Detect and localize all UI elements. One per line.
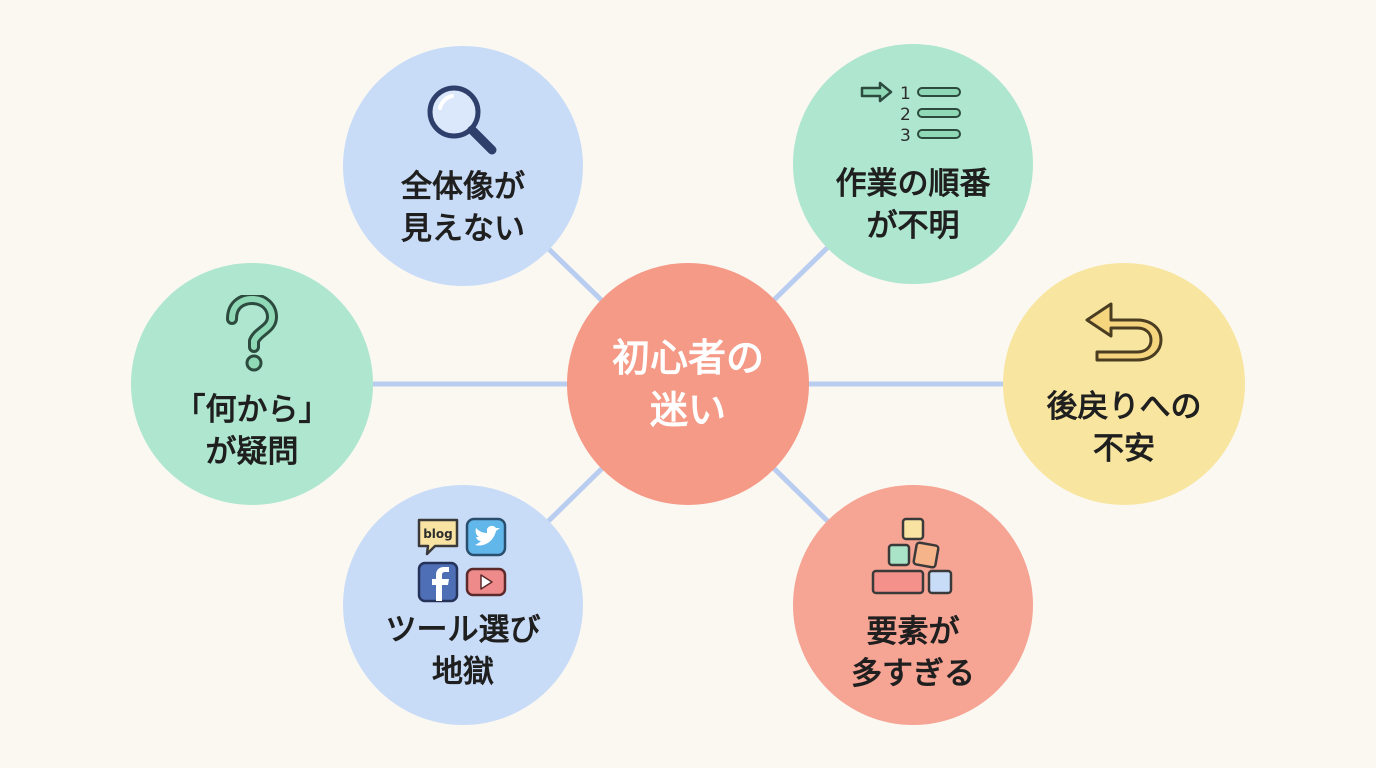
stacked-blocks-icon <box>871 517 953 595</box>
node-too-many-elements-line2: 多すぎる <box>851 656 975 692</box>
center-label: 初心者の 迷い <box>612 332 764 436</box>
youtube-icon <box>465 567 507 597</box>
list-number-1: 1 <box>900 84 911 104</box>
node-work-order-label: 作業の順番 が不明 <box>836 163 991 247</box>
twitter-icon <box>465 517 507 557</box>
node-backtrack-anxiety: 後戻りへの 不安 <box>1003 263 1245 505</box>
center-label-line2: 迷い <box>649 388 726 432</box>
node-backtrack-anxiety-line1: 後戻りへの <box>1046 389 1202 425</box>
undo-arrow-icon <box>1085 302 1163 362</box>
node-too-many-elements: 要素が 多すぎる <box>793 485 1033 725</box>
magnifier-icon <box>427 85 497 155</box>
center-node: 初心者の 迷い <box>567 263 809 505</box>
node-tool-choice-line1: ツール選び <box>385 612 541 648</box>
list-number-2: 2 <box>900 105 911 125</box>
node-where-to-start-line2: が疑問 <box>205 434 299 470</box>
node-tool-choice: blog ツール選び 地獄 <box>343 485 583 725</box>
facebook-icon <box>417 561 459 603</box>
blog-badge-text: blog <box>423 527 453 541</box>
node-where-to-start: 「何から」 が疑問 <box>131 263 373 505</box>
blog-bubble-icon: blog <box>417 518 459 556</box>
node-too-many-elements-line1: 要素が <box>866 614 960 650</box>
node-work-order-line2: が不明 <box>866 208 960 244</box>
node-big-picture: 全体像が 見えない <box>343 46 583 286</box>
question-mark-icon <box>226 295 278 372</box>
node-tool-choice-line2: 地獄 <box>432 654 494 690</box>
numbered-list-icon: 1 2 3 <box>860 81 961 145</box>
node-big-picture-label: 全体像が 見えない <box>401 166 525 250</box>
node-big-picture-line1: 全体像が <box>401 169 525 205</box>
node-tool-choice-label: ツール選び 地獄 <box>386 609 541 693</box>
node-where-to-start-label: 「何から」 が疑問 <box>175 389 330 473</box>
list-number-3: 3 <box>900 126 911 145</box>
tool-logos-icon: blog <box>417 517 507 603</box>
node-too-many-elements-label: 要素が 多すぎる <box>851 611 975 695</box>
center-label-line1: 初心者の <box>611 336 764 380</box>
node-big-picture-line2: 見えない <box>401 211 525 247</box>
node-where-to-start-line1: 「何から」 <box>174 392 330 428</box>
node-work-order: 1 2 3 作業の順番 が不明 <box>793 44 1033 284</box>
node-work-order-line1: 作業の順番 <box>835 166 991 202</box>
node-backtrack-anxiety-label: 後戻りへの 不安 <box>1047 386 1202 470</box>
node-backtrack-anxiety-line2: 不安 <box>1093 431 1155 467</box>
